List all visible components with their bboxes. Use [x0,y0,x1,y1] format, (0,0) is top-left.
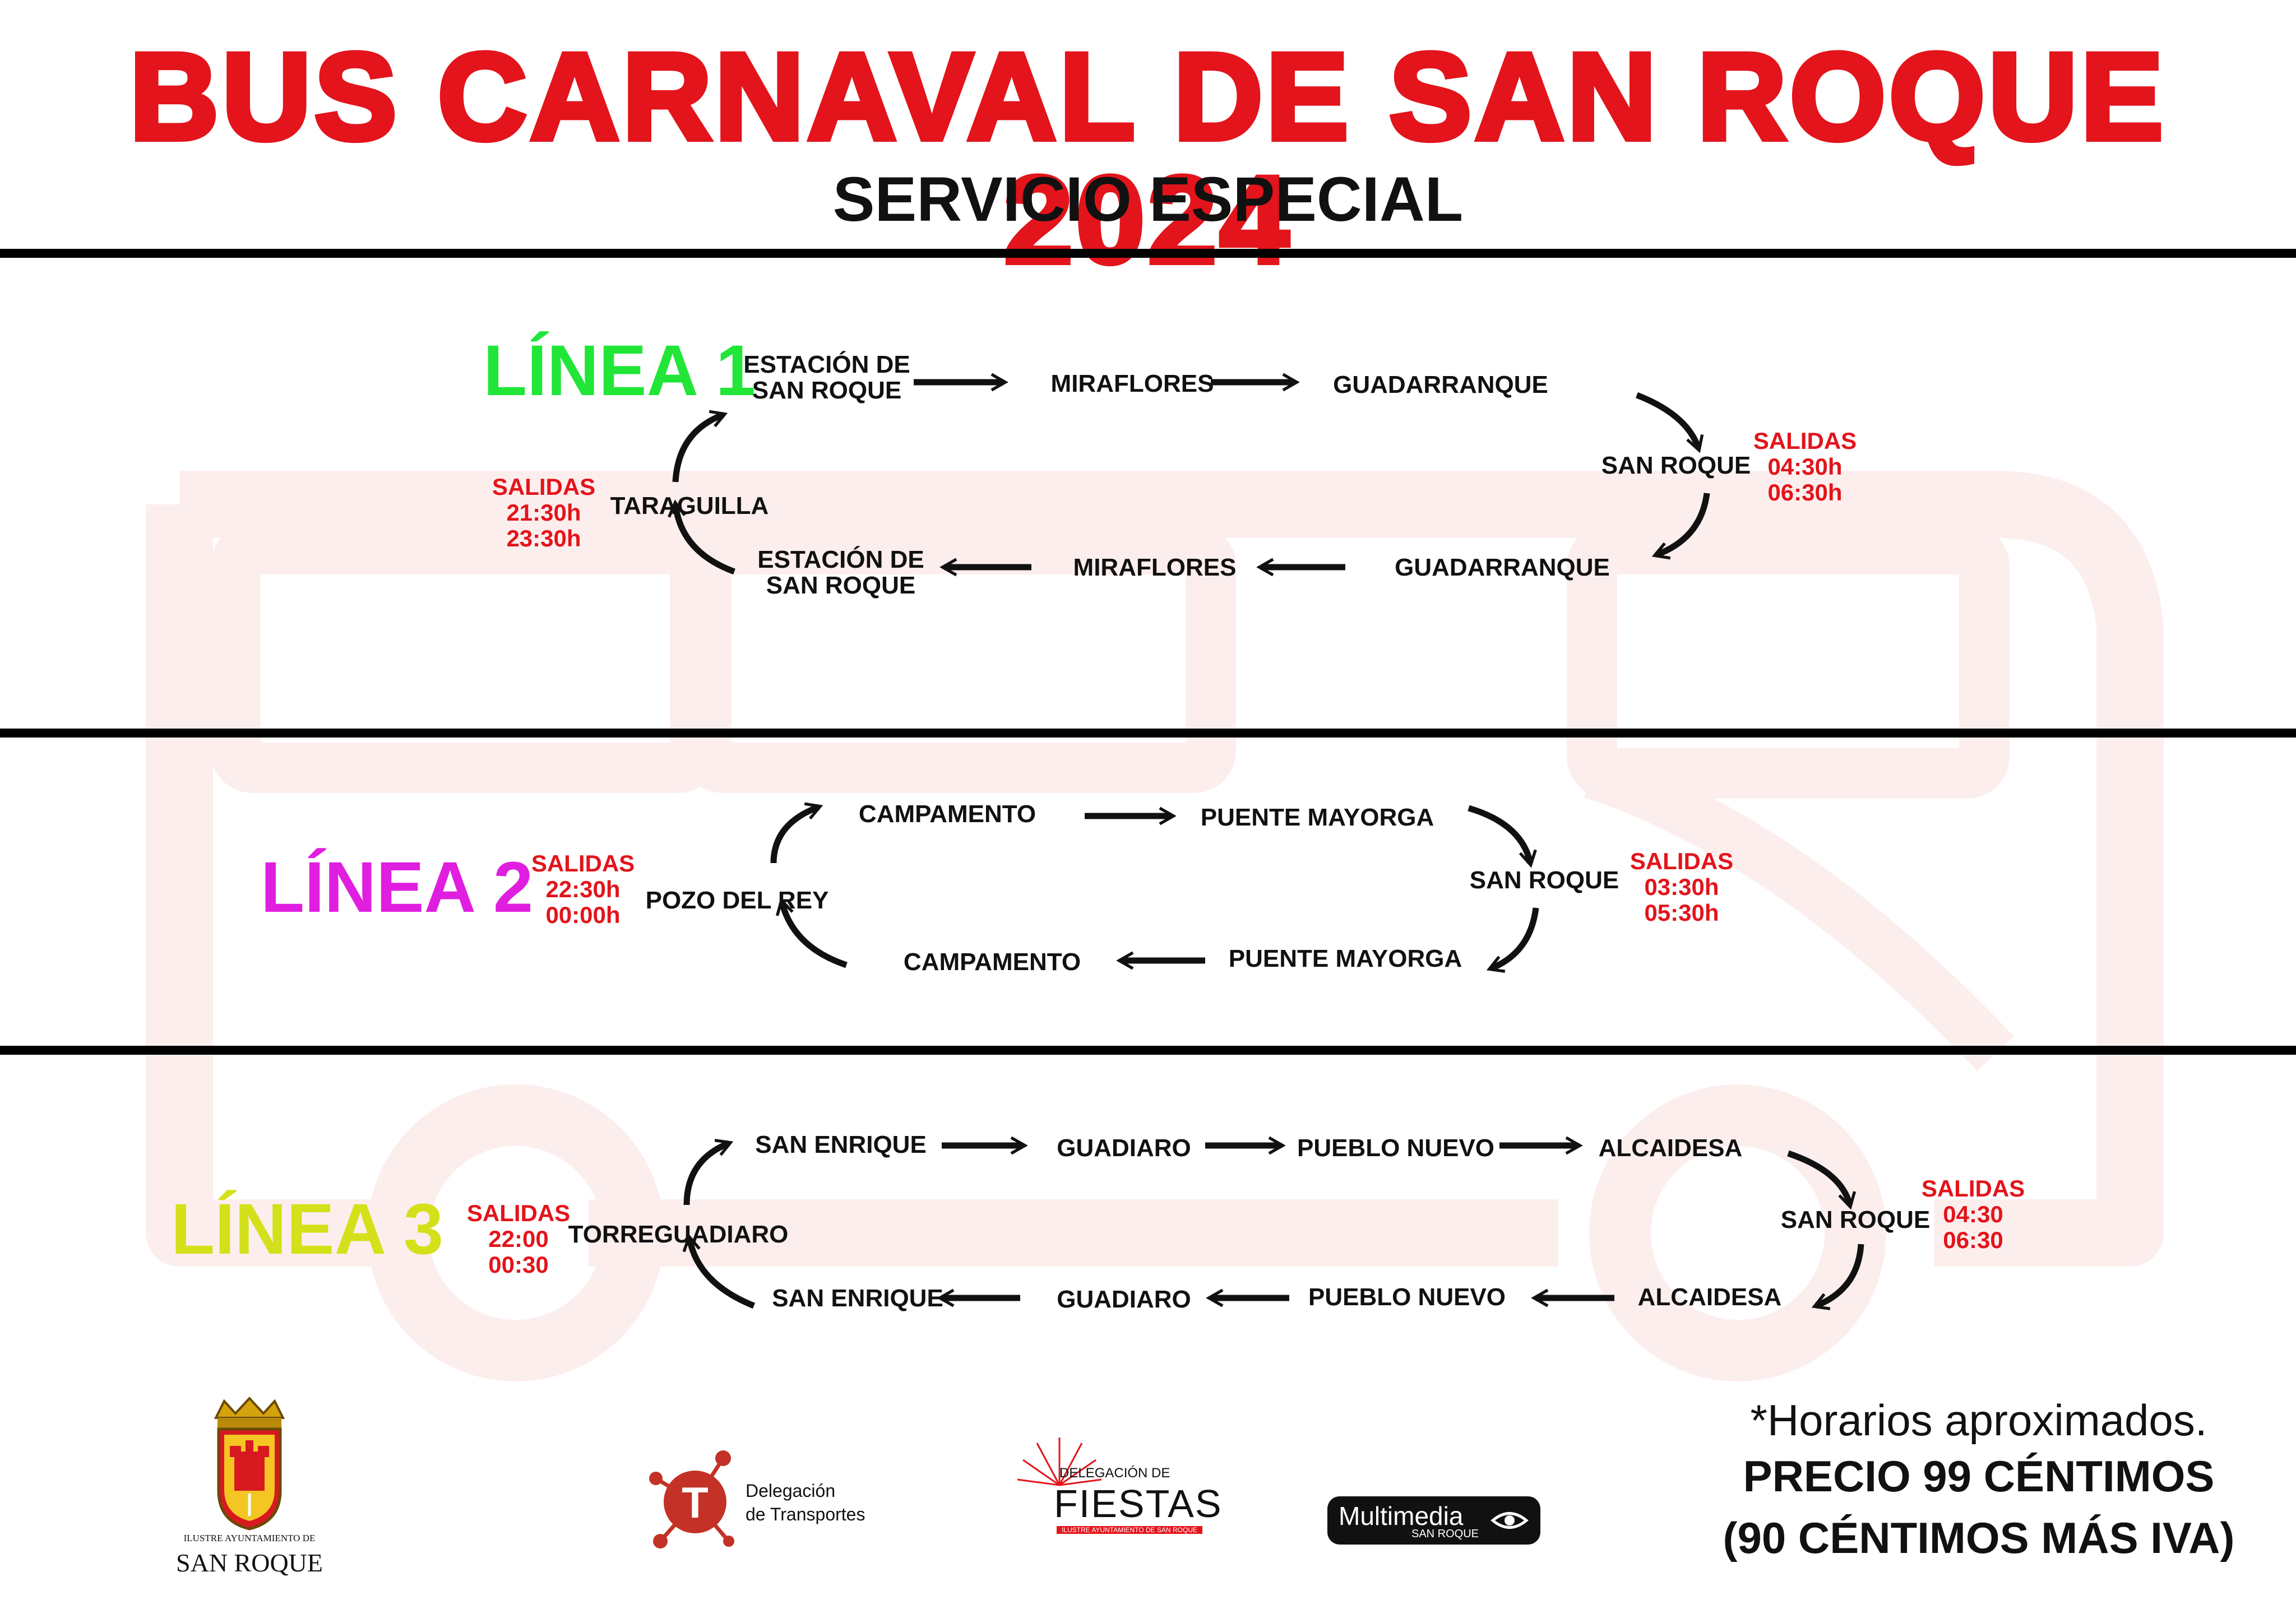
stop-label: SAN ENRIQUE [755,1131,927,1158]
coat-of-arms-icon [214,1397,285,1531]
stop-label: SAN ENRIQUE [772,1285,943,1312]
stop-label: CAMPAMENTO [903,948,1081,976]
stop-label: ALCAIDESA [1637,1283,1782,1311]
stop-label: PUENTE MAYORGA [1200,804,1434,831]
arrow-curved-icon [683,1139,734,1205]
ayuntamiento-name: SAN ROQUE [176,1548,323,1577]
divider [0,249,2296,258]
salidas-times: SALIDAS 03:30h 05:30h [1630,848,1734,926]
divider [0,729,2296,738]
stop-label: ALCAIDESA [1598,1134,1743,1162]
stop-label: TORREGUADIARO [568,1221,789,1248]
stop-label: SAN ROQUE [1469,866,1619,894]
ayuntamiento-caption: ILUSTRE AYUNTAMIENTO DE [183,1533,316,1543]
stop-label: MIRAFLORES [1050,370,1214,397]
arrow-curved-icon [1486,907,1539,973]
arrow-curved-icon [1468,805,1537,868]
divider [0,1046,2296,1055]
stop-label: PUEBLO NUEVO [1308,1283,1506,1311]
arrow-curved-icon [1636,392,1704,453]
stop-label: MIRAFLORES [1073,554,1237,581]
multimedia-main: Multimedia [1339,1501,1464,1531]
stop-label: POZO DEL REY [645,887,829,914]
svg-text:T: T [682,1478,709,1527]
horarios-note: *Horarios aproximados. [1750,1395,2207,1445]
multimedia-sub: SAN ROQUE [1411,1528,1479,1540]
poster-subtitle: SERVICIO ESPECIAL [832,164,1464,234]
transportes-line2: de Transportes [746,1504,865,1524]
salidas-times: SALIDAS 22:00 00:30 [466,1200,571,1278]
arrow-curved-icon [672,410,728,483]
stop-label: ESTACIÓN DE SAN ROQUE [757,546,924,600]
stop-label: GUADIARO [1057,1134,1191,1162]
stop-label: PUENTE MAYORGA [1228,945,1462,972]
arrow-curved-icon [1651,493,1710,560]
salidas-times: SALIDAS 21:30h 23:30h [492,474,596,552]
fireworks-icon [1017,1437,1102,1486]
salidas-times: SALIDAS 04:30 06:30 [1921,1175,2025,1254]
stop-label: PUEBLO NUEVO [1297,1134,1495,1162]
fiestas-logo: DELEGACIÓN DE FIESTAS ILUSTRE AYUNTAMIEN… [1003,1432,1221,1550]
stop-label: CAMPAMENTO [858,800,1036,828]
fiestas-main: FIESTAS [1054,1482,1223,1525]
linea-1-title: LÍNEA 1 [483,331,756,411]
stop-label: GUADARRANQUE [1395,554,1610,581]
price-text: PRECIO 99 CÉNTIMOS [1743,1452,2215,1501]
transportes-icon: T [649,1450,734,1548]
transportes-line1: Delegación [746,1481,836,1501]
stop-label: TARAGUILLA [610,492,769,520]
stop-label: SAN ROQUE [1780,1206,1931,1234]
poster-title: BUS CARNAVAL DE SAN ROQUE 2024 [127,27,2167,289]
stop-label: SAN ROQUE [1601,452,1751,479]
transportes-logo: T Delegación de Transportes [645,1446,880,1558]
multimedia-logo: Multimedia SAN ROQUE [1327,1496,1540,1545]
arrow-curved-icon [1811,1244,1864,1310]
price-detail-text: (90 CÉNTIMOS MÁS IVA) [1723,1513,2235,1562]
arrow-curved-icon [770,802,823,864]
arrow-curved-icon [1787,1150,1857,1210]
arrow-curved-icon [775,897,848,968]
salidas-times: SALIDAS 04:30h 06:30h [1753,428,1857,506]
salidas-times: SALIDAS 22:30h 00:00h [531,850,635,929]
fiestas-bottom: ILUSTRE AYUNTAMIENTO DE SAN ROQUE [1057,1526,1202,1534]
stop-label: ESTACIÓN DE SAN ROQUE [743,351,910,405]
linea-3-title: LÍNEA 3 [171,1189,443,1269]
arrow-curved-icon [682,1234,756,1309]
ayuntamiento-logo: ILUSTRE AYUNTAMIENTO DE SAN ROQUE [168,1395,331,1580]
arrow-curved-icon [668,499,735,575]
linea-2-title: LÍNEA 2 [261,847,533,928]
stop-label: GUADARRANQUE [1333,371,1548,398]
eye-icon [1490,1512,1529,1529]
fiestas-top: DELEGACIÓN DE [1059,1466,1170,1481]
stop-label: GUADIARO [1057,1286,1191,1313]
